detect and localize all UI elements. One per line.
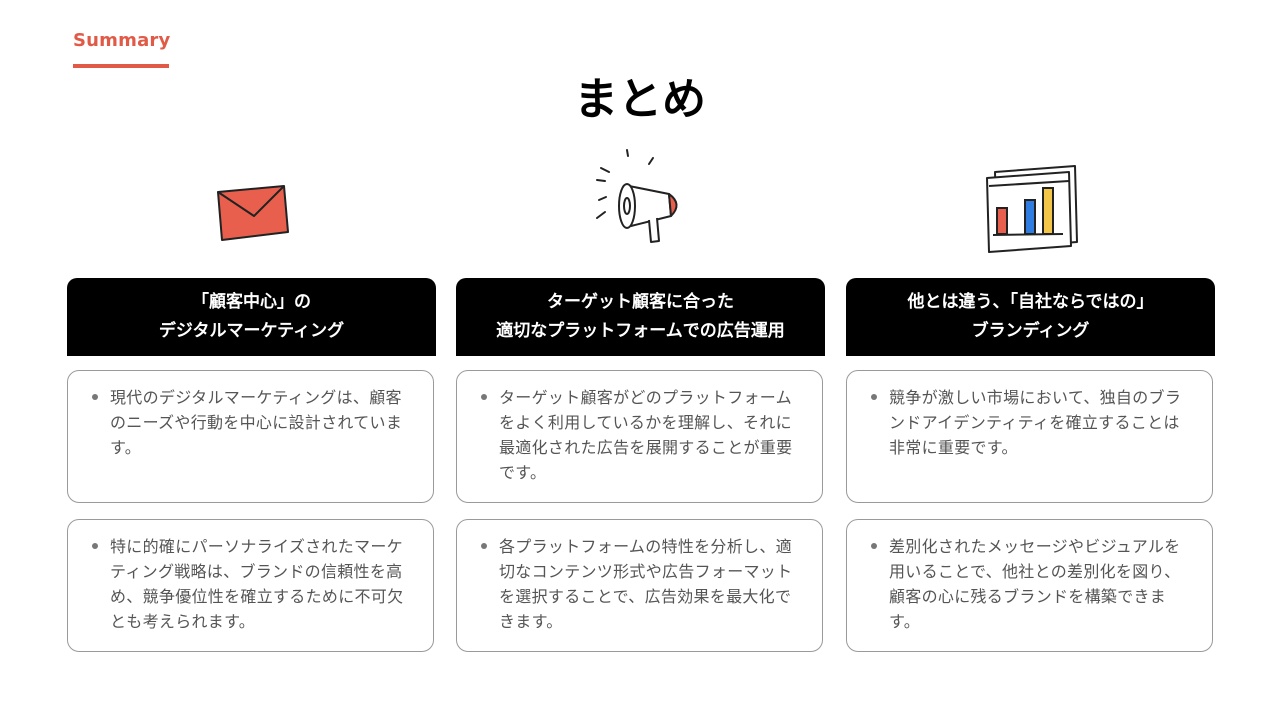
card-text: 差別化されたメッセージやビジュアルを用いることで、他社との差別化を図り、顧客の心… bbox=[889, 537, 1181, 631]
icon-area bbox=[456, 149, 825, 260]
card-text: 競争が激しい市場において、独自のブランドアイデンティティを確立することは非常に重… bbox=[889, 388, 1182, 457]
icon-area bbox=[67, 150, 436, 260]
megaphone-icon bbox=[595, 149, 677, 243]
bullet bbox=[871, 543, 877, 549]
column-header-line1: 他とは違う、「自社ならではの」 bbox=[907, 292, 1154, 312]
page-title: まとめ bbox=[574, 74, 706, 125]
column-header-line1: ターゲット顧客に合った bbox=[547, 292, 734, 312]
column-header-line2: ブランディング bbox=[971, 321, 1090, 341]
info-card: 競争が激しい市場において、独自のブランドアイデンティティを確立することは非常に重… bbox=[846, 370, 1213, 503]
bullet bbox=[92, 543, 98, 549]
info-card: 各プラットフォームの特性を分析し、適切なコンテンツ形式や広告フォーマットを選択す… bbox=[456, 519, 823, 652]
info-card: 差別化されたメッセージやビジュアルを用いることで、他社との差別化を図り、顧客の心… bbox=[846, 519, 1213, 652]
bullet bbox=[481, 543, 487, 549]
column-header: ターゲット顧客に合った 適切なプラットフォームでの広告運用 bbox=[456, 278, 825, 356]
card-text: 現代のデジタルマーケティングは、顧客のニーズや行動を中心に設計されています。 bbox=[110, 388, 403, 457]
card-text: 特に的確にパーソナライズされたマーケティング戦略は、ブランドの信頼性を高め、競争… bbox=[110, 537, 404, 631]
summary-underline bbox=[73, 64, 169, 68]
info-card: 特に的確にパーソナライズされたマーケティング戦略は、ブランドの信頼性を高め、競争… bbox=[67, 519, 434, 652]
card-text: ターゲット顧客がどのプラットフォームをよく利用しているかを理解し、それに最適化さ… bbox=[499, 388, 793, 482]
info-card: ターゲット顧客がどのプラットフォームをよく利用しているかを理解し、それに最適化さ… bbox=[456, 370, 823, 503]
envelope-icon bbox=[216, 185, 289, 241]
icon-area bbox=[846, 150, 1215, 260]
column-header: 他とは違う、「自社ならではの」 ブランディング bbox=[846, 278, 1215, 356]
column-header: 「顧客中心」の デジタルマーケティング bbox=[67, 278, 436, 356]
bullet bbox=[871, 394, 877, 400]
bar-chart-board-icon bbox=[985, 165, 1078, 253]
summary-label: Summary bbox=[73, 30, 171, 51]
card-text: 各プラットフォームの特性を分析し、適切なコンテンツ形式や広告フォーマットを選択す… bbox=[499, 537, 793, 631]
bullet bbox=[92, 394, 98, 400]
bullet bbox=[481, 394, 487, 400]
info-card: 現代のデジタルマーケティングは、顧客のニーズや行動を中心に設計されています。 bbox=[67, 370, 434, 503]
column-header-line2: デジタルマーケティング bbox=[158, 321, 345, 341]
column-header-line1: 「顧客中心」の bbox=[192, 292, 311, 312]
column-header-line2: 適切なプラットフォームでの広告運用 bbox=[496, 321, 785, 341]
